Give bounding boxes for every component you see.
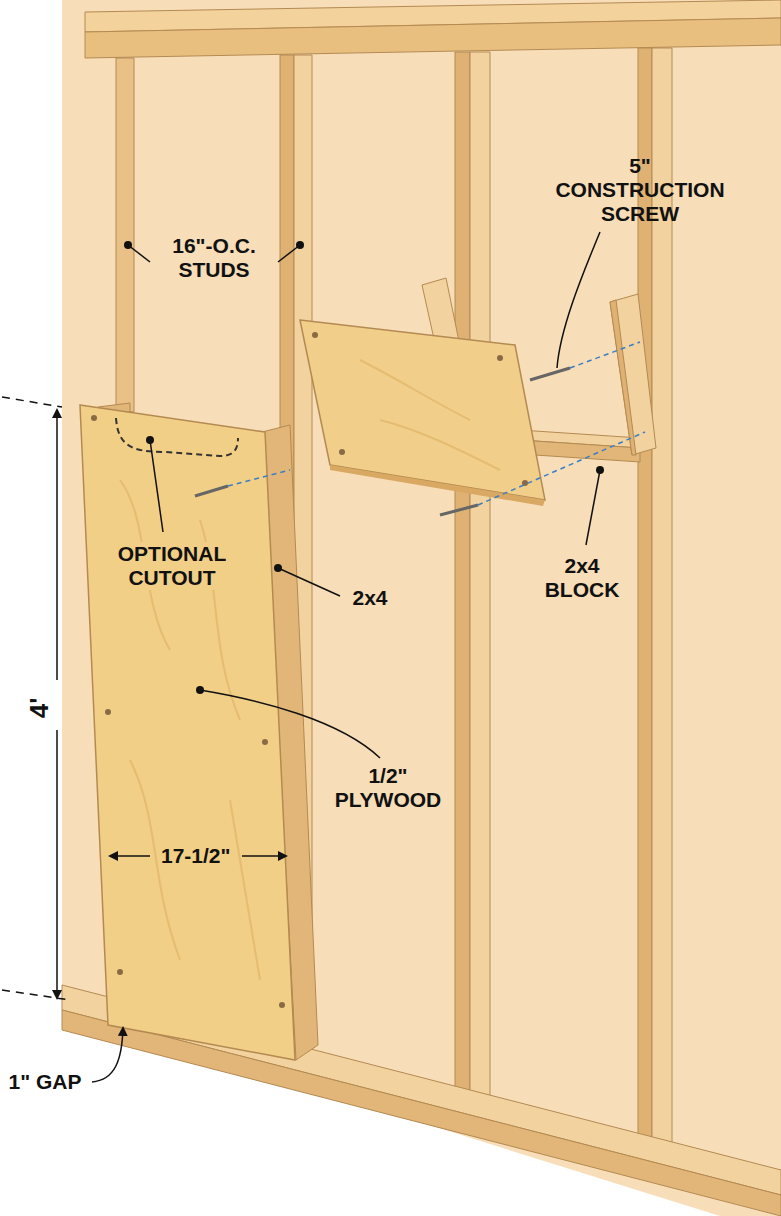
dimension-label: 1" GAP	[3, 1070, 87, 1094]
cutout-outline	[116, 418, 238, 456]
screws	[195, 342, 645, 515]
bottom-plate	[62, 1010, 781, 1216]
leader-dots	[124, 241, 604, 694]
shelf-plywood	[300, 320, 545, 500]
dimension-label: 4'	[25, 688, 55, 728]
callout-label: 16"-O.C. STUDS	[144, 234, 284, 282]
shelf-edge	[330, 465, 545, 506]
wall-sheathing	[62, 0, 781, 1216]
callout-label: 2x4	[340, 586, 400, 610]
bracket	[610, 300, 636, 455]
screw-holes	[91, 415, 285, 1008]
callout-label: 5" CONSTRUCTION SCREW	[555, 154, 725, 226]
plywood-panel	[80, 405, 295, 1060]
top-plate	[85, 18, 781, 58]
callout-label: 1/2" PLYWOOD	[328, 764, 448, 812]
callout-label: 2x4 BLOCK	[532, 554, 632, 602]
callout-label: OPTIONAL CUTOUT	[105, 542, 239, 590]
leader-lines	[92, 232, 600, 1082]
bracket	[610, 294, 656, 455]
dimension-label: 17-1/2"	[159, 844, 233, 868]
screw-holes	[312, 332, 528, 486]
dimension-lines	[2, 397, 286, 1000]
